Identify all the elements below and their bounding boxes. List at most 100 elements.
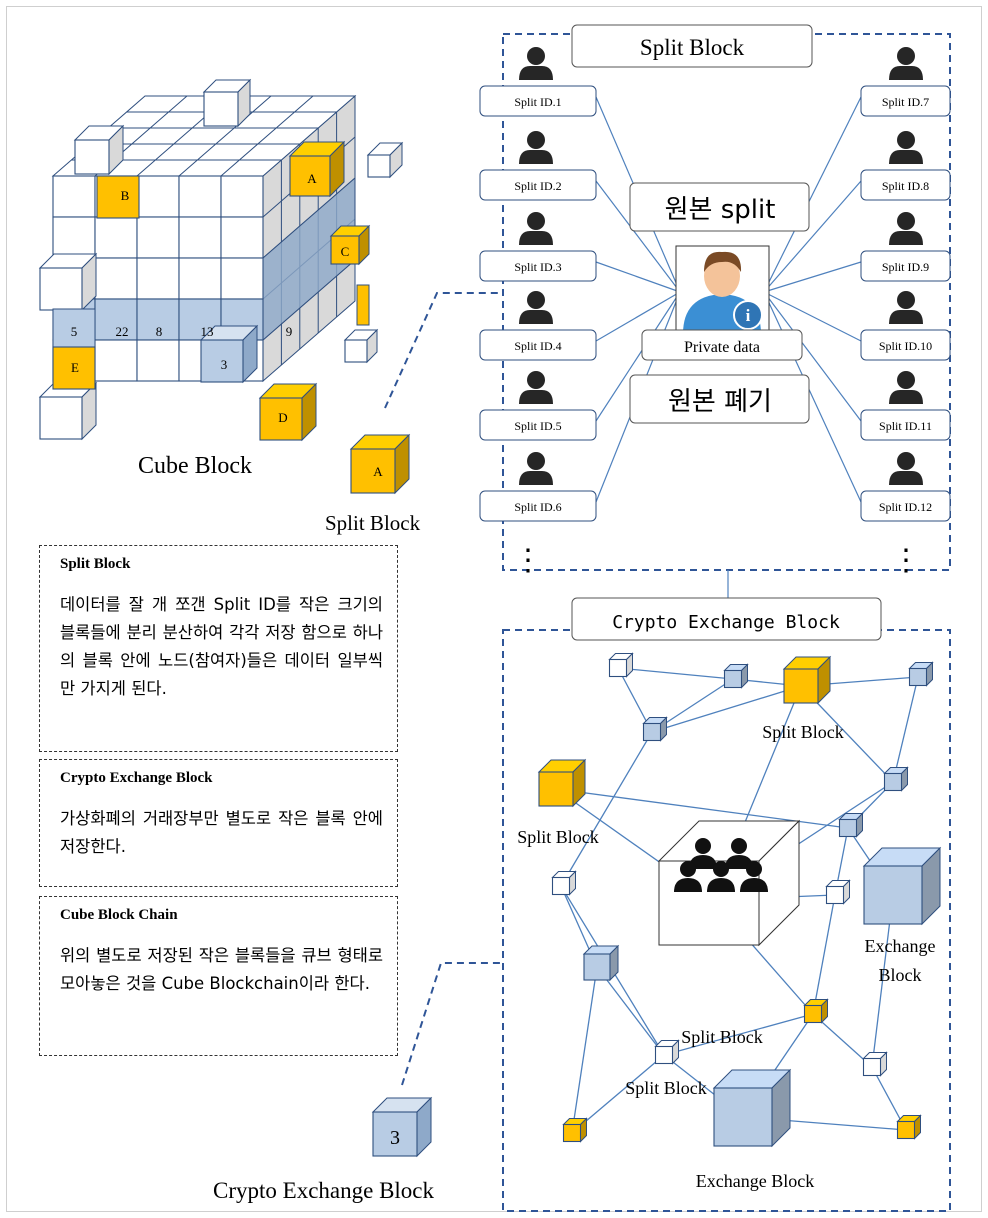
split-block-description: Split Block 데이터를 잘 개 쪼갠 Split ID를 작은 크기의… xyxy=(39,545,398,752)
person-icon xyxy=(519,47,553,80)
split-link xyxy=(595,291,681,342)
crypto-exchange-description: Crypto Exchange Block 가상화폐의 거래장부만 별도로 작은… xyxy=(39,759,398,887)
network-edge xyxy=(812,1013,873,1068)
split-link xyxy=(763,291,862,342)
split-id-right: Split ID.8 xyxy=(860,169,951,201)
network-edge xyxy=(571,966,598,1134)
network-block xyxy=(642,716,668,742)
split-link xyxy=(763,180,862,293)
split-link xyxy=(763,96,862,293)
network-edge xyxy=(651,685,802,733)
cube-cell xyxy=(178,216,222,259)
cube-cell xyxy=(136,175,180,218)
network-edge xyxy=(571,1054,665,1134)
cube-block-c xyxy=(329,224,371,266)
cube-row-number: 5 xyxy=(71,324,78,339)
split-id-right: Split ID.7 xyxy=(860,85,951,117)
cube-cell xyxy=(178,175,222,218)
person-icon xyxy=(889,131,923,164)
cube-block-e xyxy=(52,346,96,390)
split-id-right: Split ID.9 xyxy=(860,250,951,282)
callout-crypto xyxy=(401,962,503,1086)
network-block xyxy=(562,1117,588,1143)
more-ids-left: ⋮ xyxy=(513,544,543,577)
split-block-description-body: 데이터를 잘 개 쪼갠 Split ID를 작은 크기의 블록들에 분리 분산하… xyxy=(60,595,383,698)
split-panel-title-box xyxy=(571,24,813,68)
network-block xyxy=(582,944,620,982)
split-block-description-title: Split Block xyxy=(60,556,131,572)
network-block xyxy=(723,663,749,689)
split-id-right: Split ID.12 xyxy=(860,490,951,522)
split-link xyxy=(763,291,862,422)
network-edge xyxy=(617,667,734,680)
exchange-panel-title-box xyxy=(571,597,882,641)
cube-blockchain-description-body: 위의 별도로 저장된 작은 블록들을 큐브 형태로 모아놓은 것을 Cube B… xyxy=(60,946,383,993)
split-id-label: Split ID.8 xyxy=(882,179,929,193)
cube-cell xyxy=(136,298,180,341)
network-label-split-low: Split Block xyxy=(625,1078,707,1098)
cube-row-number: 9 xyxy=(286,324,293,339)
split-link xyxy=(763,291,862,503)
person-icon xyxy=(889,371,923,404)
split-id-left: Split ID.3 xyxy=(479,250,597,282)
crypto-icon-caption: Crypto Exchange Block xyxy=(213,1178,435,1203)
cube-cell xyxy=(52,216,96,259)
user-info-icon: i xyxy=(675,245,770,335)
cube-cell xyxy=(220,257,264,300)
person-icon xyxy=(889,291,923,324)
cube-row-number: 13 xyxy=(201,324,214,339)
cube-block-caption: Cube Block xyxy=(138,453,252,479)
protruding-cube xyxy=(202,78,252,128)
cube-block-a xyxy=(288,140,346,198)
protruding-cube xyxy=(343,328,379,364)
split-panel-border xyxy=(502,33,951,571)
connectors xyxy=(384,292,503,1086)
network-block xyxy=(896,1114,922,1140)
network-block xyxy=(908,661,934,687)
center-split-label: 원본 split xyxy=(665,195,776,225)
cube-label-a: A xyxy=(307,171,317,186)
protruding-cube xyxy=(38,252,98,312)
network-label-split-left: Split Block xyxy=(517,827,599,847)
person-icon xyxy=(519,371,553,404)
exchange-panel-title: Crypto Exchange Block xyxy=(612,612,840,633)
network-block xyxy=(551,870,577,896)
split-id-left: Split ID.6 xyxy=(479,490,597,522)
split-id-label: Split ID.10 xyxy=(879,339,932,353)
split-id-left: Split ID.5 xyxy=(479,409,597,441)
cube-label-e: E xyxy=(71,360,79,375)
network-edge xyxy=(812,894,836,1015)
person-icon xyxy=(889,452,923,485)
cube-block-b xyxy=(96,175,140,219)
split-link xyxy=(763,261,862,293)
center-discard-box xyxy=(629,374,810,424)
protruding-cube xyxy=(38,381,98,441)
protruding-cube xyxy=(73,124,125,176)
network-label-split-center: Split Block xyxy=(681,1027,763,1047)
cube-cell xyxy=(94,298,138,341)
cube-cell xyxy=(220,175,264,218)
network-block xyxy=(712,1068,792,1148)
more-ids-right: ⋮ xyxy=(891,544,921,577)
cube-cell xyxy=(94,216,138,259)
split-id-left: Split ID.4 xyxy=(479,329,597,361)
split-id-left: Split ID.1 xyxy=(479,85,597,117)
network-edge xyxy=(892,676,919,783)
person-icon xyxy=(519,131,553,164)
split-hub-block xyxy=(657,819,801,947)
split-id-label: Split ID.1 xyxy=(514,95,561,109)
split-block-icon-caption: Split Block xyxy=(325,511,421,535)
cube-label-3: 3 xyxy=(221,357,228,372)
info-glyph: i xyxy=(746,306,751,325)
network-block xyxy=(862,1051,888,1077)
split-id-label: Split ID.2 xyxy=(514,179,561,193)
split-link xyxy=(595,180,681,293)
cube-row-number: 22 xyxy=(116,324,129,339)
cube-cell xyxy=(52,175,96,218)
cube-cell xyxy=(94,339,138,382)
network-label-split-top: Split Block xyxy=(762,722,844,742)
cube-block-gold-sliver xyxy=(356,284,370,326)
person-icon xyxy=(889,47,923,80)
person-icon xyxy=(519,291,553,324)
